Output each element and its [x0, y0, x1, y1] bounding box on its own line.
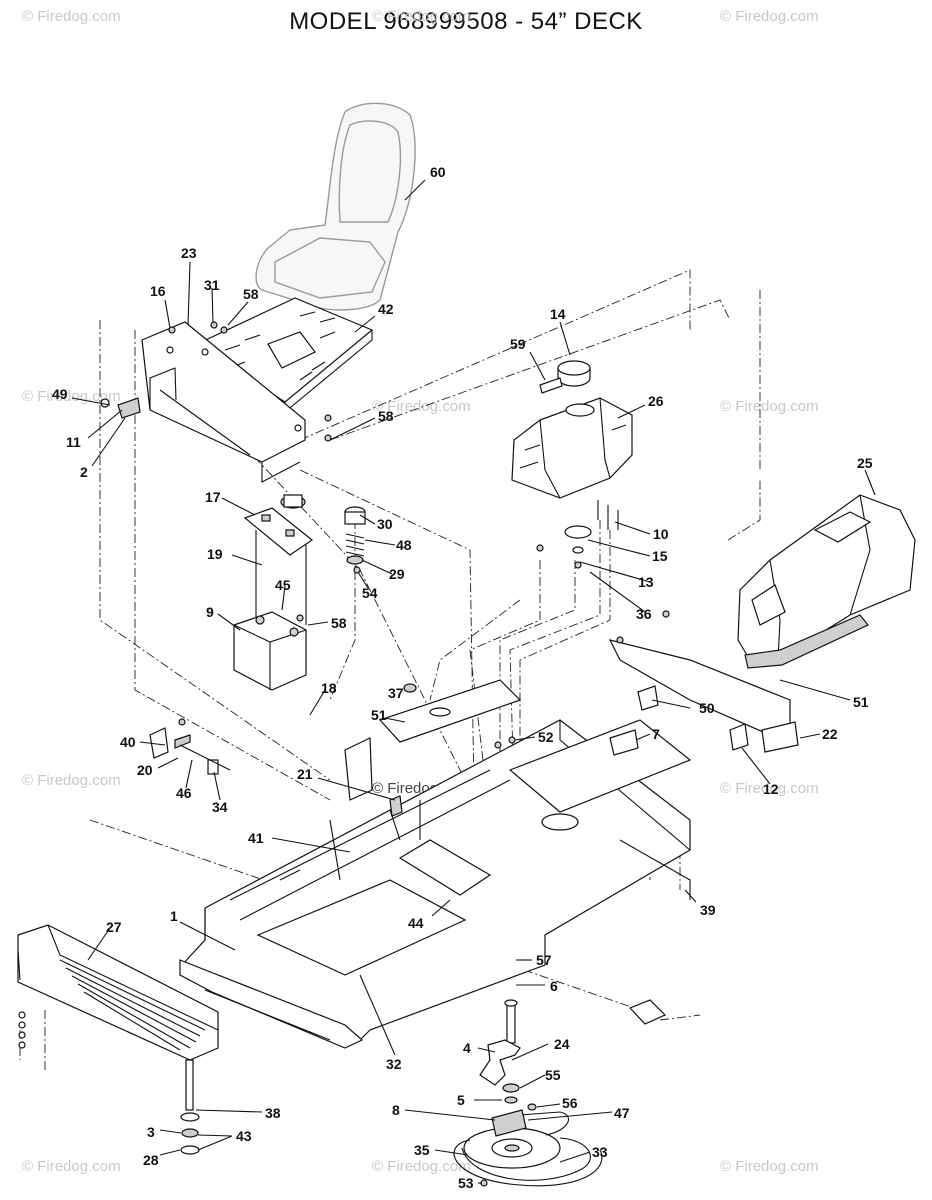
callout-54: 54: [362, 585, 378, 601]
callout-16: 16: [150, 283, 166, 299]
callout-15: 15: [652, 548, 668, 564]
fuel-line-parts: [536, 500, 619, 569]
watermark: © Firedog.com: [720, 780, 819, 797]
callout-33: 33: [592, 1144, 608, 1160]
callout-39: 39: [700, 902, 716, 918]
callout-4: 4: [463, 1040, 471, 1056]
callout-12: 12: [763, 781, 779, 797]
callout-51: 51: [853, 694, 869, 710]
callout-36: 36: [636, 606, 652, 622]
callout-32: 32: [386, 1056, 402, 1072]
watermark: © Firedog.com: [372, 8, 471, 25]
callout-58: 58: [243, 286, 259, 302]
callout-40: 40: [120, 734, 136, 750]
callout-8: 8: [392, 1102, 400, 1118]
seat-fasteners: [168, 321, 332, 442]
callout-43: 43: [236, 1128, 252, 1144]
callout-5: 5: [457, 1092, 465, 1108]
seat: [255, 102, 416, 311]
fuel-cap: [557, 360, 591, 387]
callout-35: 35: [414, 1142, 430, 1158]
spring-assembly: [280, 494, 366, 574]
seat-plate: [193, 297, 374, 414]
callout-6: 6: [550, 978, 558, 994]
callout-59: 59: [510, 336, 526, 352]
callout-47: 47: [614, 1105, 630, 1121]
foot-step: [17, 924, 219, 1061]
seat-bracket: [141, 321, 306, 483]
watermark: © Firedog.com: [720, 1158, 819, 1175]
drive-assembly: [453, 999, 603, 1187]
callout-46: 46: [176, 785, 192, 801]
seat-adjust-latch: [100, 397, 141, 419]
callout-20: 20: [137, 762, 153, 778]
callout-14: 14: [550, 306, 566, 322]
callout-11: 11: [66, 434, 81, 450]
floor-pan: [378, 679, 522, 743]
callout-51: 51: [371, 707, 387, 723]
callout-48: 48: [396, 537, 412, 553]
callout-17: 17: [205, 489, 221, 505]
left-bracket-hardware: [149, 718, 231, 775]
callout-57: 57: [536, 952, 552, 968]
callout-38: 38: [265, 1105, 281, 1121]
watermark: © Firedog.com: [22, 1158, 121, 1175]
callout-28: 28: [143, 1152, 159, 1168]
watermark: © Firedog.com: [720, 8, 819, 25]
watermark: © Firedog.com: [372, 398, 471, 415]
callout-labels: 60 23 31 58 16 42 14 59 26 49 11 2 58 25…: [52, 164, 873, 1191]
callout-31: 31: [204, 277, 220, 293]
main-frame: [179, 639, 791, 1049]
watermark: © Firedog.com: [22, 8, 121, 25]
rear-fender: [737, 494, 916, 669]
callout-60: 60: [430, 164, 446, 180]
callout-19: 19: [207, 546, 223, 562]
callout-13: 13: [638, 574, 654, 590]
callout-9: 9: [206, 604, 214, 620]
callout-56: 56: [562, 1095, 578, 1111]
right-hardware: [494, 610, 799, 756]
fuel-tank: [511, 397, 633, 499]
callout-50: 50: [699, 700, 715, 716]
callout-55: 55: [545, 1067, 561, 1083]
callout-18: 18: [321, 680, 337, 696]
callout-22: 22: [822, 726, 838, 742]
callout-52: 52: [538, 729, 554, 745]
callout-49: 49: [52, 386, 68, 402]
battery: [233, 611, 307, 691]
callout-58: 58: [331, 615, 347, 631]
callout-21: 21: [297, 766, 313, 782]
callout-25: 25: [857, 455, 873, 471]
callout-30: 30: [377, 516, 393, 532]
callout-23: 23: [181, 245, 197, 261]
lower-left-hardware: [180, 1059, 200, 1155]
callout-29: 29: [389, 566, 405, 582]
callout-58: 58: [378, 408, 394, 424]
callout-53: 53: [458, 1175, 474, 1191]
callout-10: 10: [653, 526, 669, 542]
callout-27: 27: [106, 919, 122, 935]
callout-26: 26: [648, 393, 664, 409]
leader-lines: [71, 179, 876, 1184]
callout-7: 7: [652, 726, 660, 742]
seat-switch: [243, 507, 314, 640]
callout-41: 41: [248, 830, 264, 846]
callout-34: 34: [212, 799, 228, 815]
watermark: © Firedog.com: [372, 1158, 471, 1175]
diagram-title: MODEL 968999508 - 54” DECK: [289, 8, 643, 35]
callout-45: 45: [275, 577, 291, 593]
fuel-tank-label: [539, 377, 563, 394]
callout-1: 1: [170, 908, 178, 924]
callout-24: 24: [554, 1036, 570, 1052]
watermark: © Firedog.com: [720, 398, 819, 415]
watermark: © Firedog.com: [22, 772, 121, 789]
callout-42: 42: [378, 301, 394, 317]
callout-44: 44: [408, 915, 424, 931]
callout-37: 37: [388, 685, 404, 701]
callout-2: 2: [80, 464, 88, 480]
watermark: © Firedog.com: [22, 388, 121, 405]
callout-3: 3: [147, 1124, 155, 1140]
